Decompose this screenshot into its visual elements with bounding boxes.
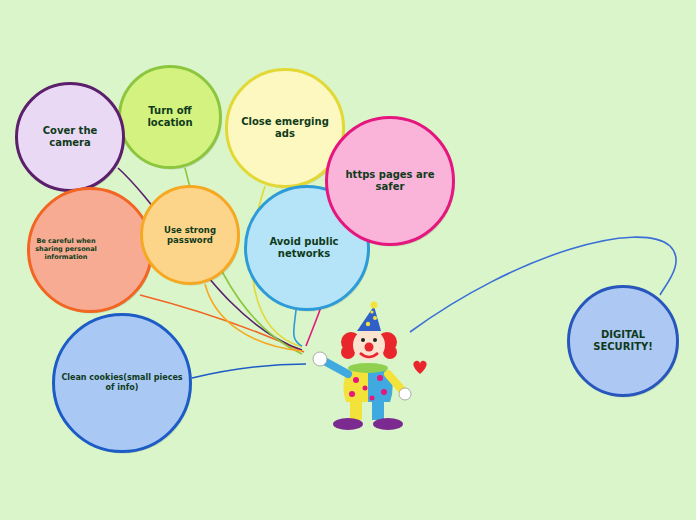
clown-face [353,329,385,361]
text-holder: Cover the camera [23,125,118,149]
topic-text: Clean cookies(small pieces of info) [61,373,183,392]
topic-circle: Be careful when sharing personal informa… [27,187,153,313]
clown-hat [357,306,381,331]
topic-text: Avoid public networks [250,236,358,260]
topic-circle: Cover the camera [15,82,125,192]
topic-text: DIGITAL SECURITY! [573,329,673,353]
topic-text: Turn off location [125,105,215,129]
circle-shape [327,118,454,245]
topic-circle: Turn off location [118,65,222,169]
text-holder: https pages are safer [335,169,445,193]
clown-shoe [333,418,363,430]
topic-text: Use strong password [148,225,232,245]
text-holder: DIGITAL SECURITY! [573,329,673,353]
clown-shoe [373,418,403,430]
clown [313,302,411,431]
text-holder: Close emerging ads [233,116,338,140]
clown-collar [348,363,388,373]
text-holder: Avoid public networks [250,236,358,260]
leader-line [192,364,306,378]
topic-text: https pages are safer [335,169,445,193]
heart [413,361,426,374]
text-holder: Clean cookies(small pieces of info) [61,373,183,392]
text-holder: Use strong password [148,225,232,245]
topic-circle: Use strong password [140,185,240,285]
circle-shape [227,70,344,187]
circle-shape [17,84,124,191]
circle-shape [120,67,221,168]
text-holder: Be careful when sharing personal informa… [23,238,109,261]
clown-glove [399,388,411,400]
text-holder: Turn off location [125,105,215,129]
clown-nose [365,343,374,352]
topic-circle: https pages are safer [325,116,455,246]
clown-arm [326,362,348,374]
topic-circle: DIGITAL SECURITY! [567,285,679,397]
topic-text: Be careful when sharing personal informa… [23,238,109,261]
topic-text: Close emerging ads [233,116,338,140]
clown-arm [388,374,402,390]
circle-shape [54,315,191,452]
circle-shape [569,287,678,396]
clown-glove [313,352,327,366]
topic-text: Cover the camera [23,125,118,149]
circle-shape [142,187,239,284]
leader-line [294,310,302,346]
topic-circle: Clean cookies(small pieces of info) [52,313,192,453]
